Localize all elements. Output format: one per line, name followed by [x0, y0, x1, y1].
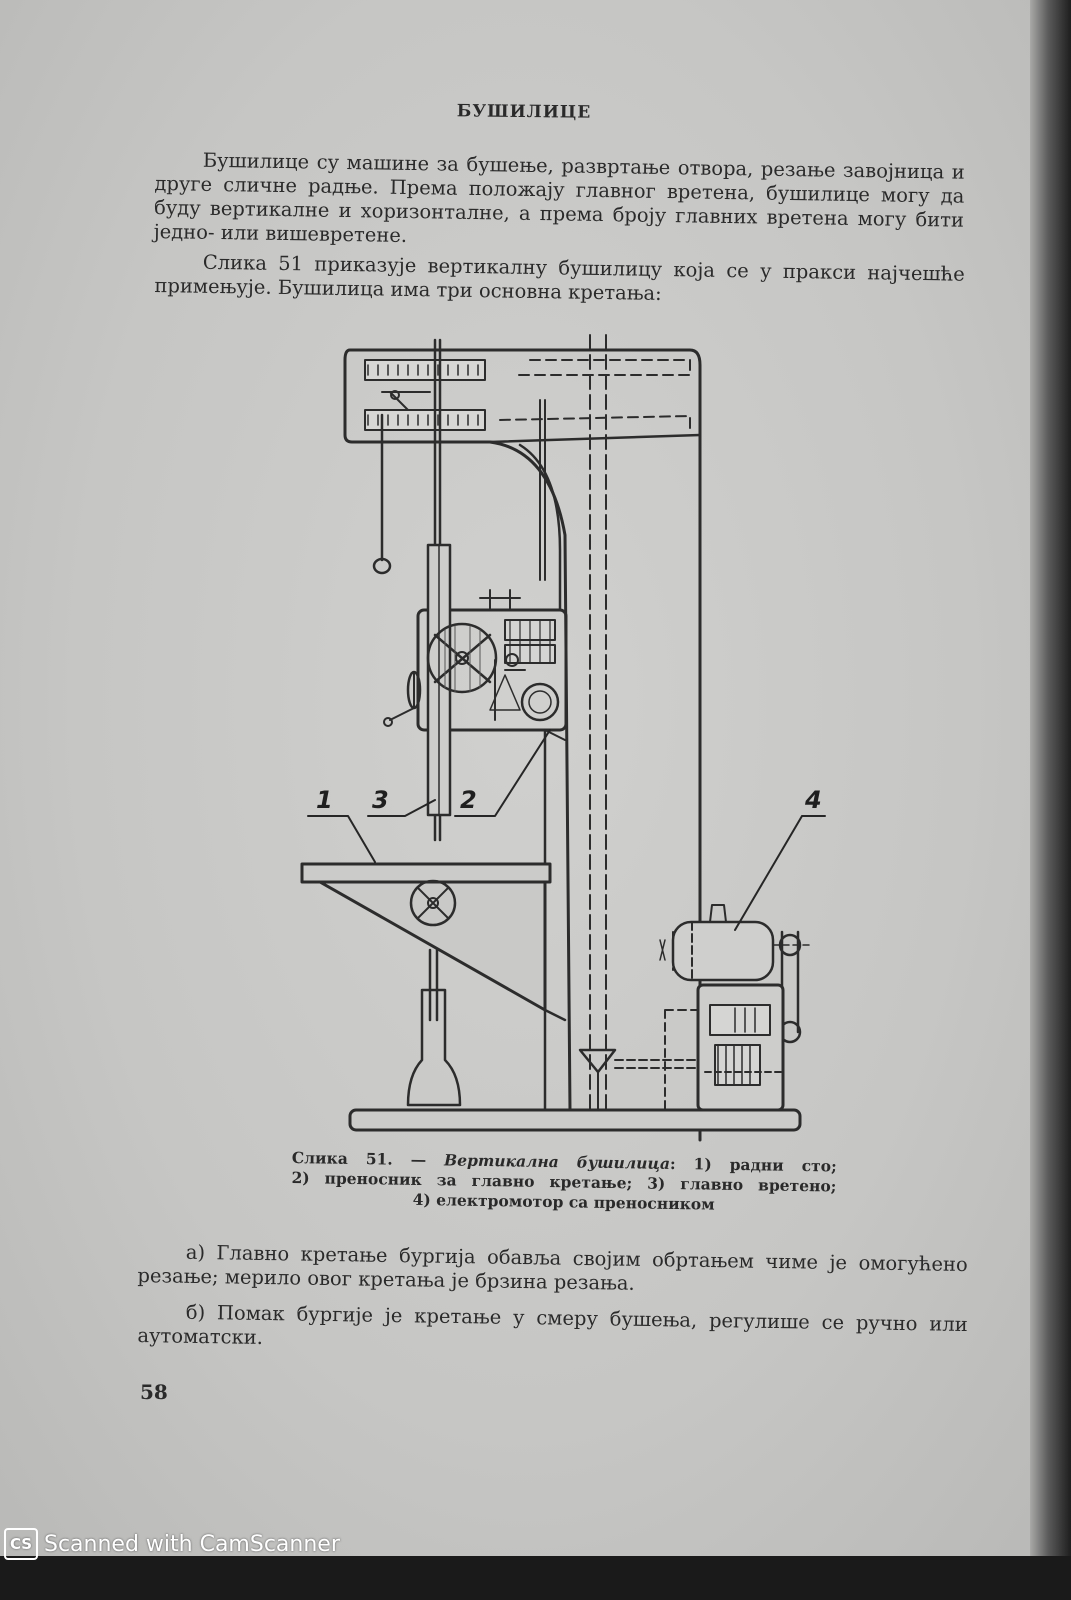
watermark-text: Scanned with CamScanner — [44, 1531, 340, 1557]
caption-title: Вертикална бушилица — [443, 1150, 671, 1173]
intro-paragraph-text: Бушилице су машине за бушење, развртање … — [153, 148, 965, 247]
item-a-paragraph: а) Главно кретање бургија обавља својим … — [137, 1240, 968, 1301]
figure-reference-text: Слика 51 приказује вертикалну бушилицу к… — [154, 250, 965, 305]
scanner-watermark: CS Scanned with CamScanner — [0, 1526, 340, 1562]
electric-motor — [671, 920, 775, 982]
item-b-text: б) Помак бургије је кретање у смеру буше… — [137, 1300, 968, 1349]
drilling-machine-figure: 1 3 2 4 — [290, 320, 830, 1145]
camscanner-logo-icon: CS — [4, 1528, 38, 1560]
page-number: 58 — [140, 1380, 168, 1404]
item-a-text: а) Главно кретање бургија обавља својим … — [137, 1240, 968, 1295]
work-table — [300, 862, 552, 884]
caption-prefix: Слика 51. — — [291, 1148, 427, 1170]
head-housing — [343, 348, 702, 1142]
figure-caption: Слика 51. — Вертикална бушилица: 1) радн… — [291, 1148, 837, 1217]
machine-base — [348, 1108, 802, 1132]
caption-part-1: : 1) радни сто; — [669, 1153, 837, 1176]
label-transmission: 2 — [460, 786, 477, 814]
label-table: 1 — [316, 786, 333, 814]
lower-gear — [364, 409, 486, 431]
pinion-wheel — [426, 622, 498, 694]
drilling-machine-drawing — [300, 334, 826, 1142]
item-b-paragraph: б) Помак бургије је кретање у смеру буше… — [137, 1300, 968, 1361]
book-page: БУШИЛИЦЕ Бушилице су машине за бушење, р… — [0, 0, 1048, 1556]
book-spine-shadow — [1030, 0, 1071, 1556]
section-title: БУШИЛИЦЕ — [456, 101, 592, 123]
label-motor: 4 — [805, 786, 822, 814]
label-spindle: 3 — [372, 786, 389, 814]
top-gear — [364, 359, 486, 381]
gearbox-housing — [416, 608, 568, 732]
figure-reference-paragraph: Слика 51 приказује вертикалну бушилицу к… — [154, 250, 965, 311]
intro-paragraph: Бушилице су машине за бушење, развртање … — [153, 148, 965, 257]
